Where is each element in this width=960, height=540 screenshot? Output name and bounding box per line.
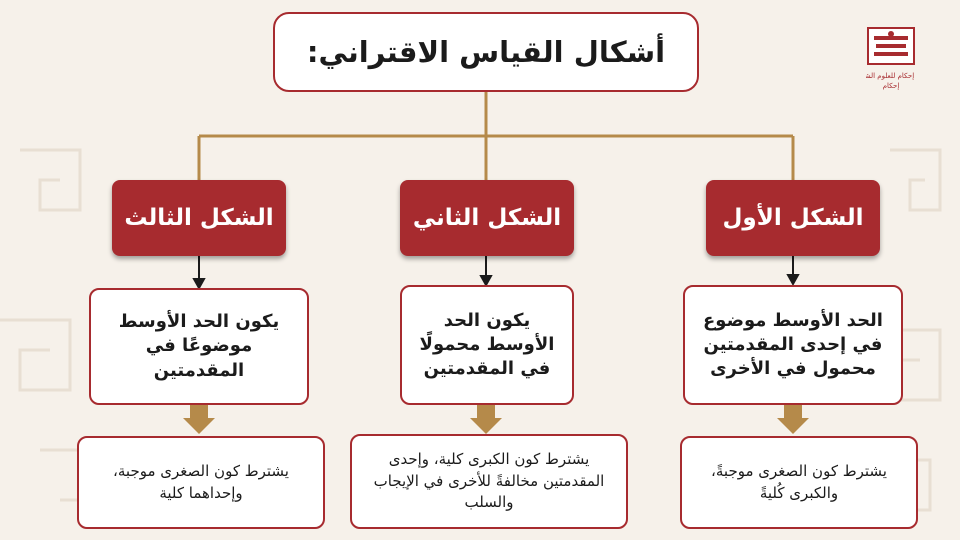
heading-third-shape: الشكل الثالث: [112, 180, 286, 256]
logo-name: إحكام: [883, 82, 900, 90]
definition-first-shape-text: الحد الأوسط موضوع في إحدى المقدمتين محمو…: [703, 309, 883, 380]
definition-first-shape: الحد الأوسط موضوع في إحدى المقدمتين محمو…: [683, 285, 903, 405]
heading-first-shape-text: الشكل الأول: [722, 205, 864, 231]
logo: مركز إحكام للعلوم الشرعية إحكام: [851, 24, 931, 96]
definition-second-shape: يكون الحد الأوسط محمولًا في المقدمتين: [400, 285, 574, 405]
condition-third-shape-text: يشترط كون الصغرى موجبة، وإحداهما كلية: [113, 461, 289, 502]
heading-third-shape-text: الشكل الثالث: [124, 205, 274, 231]
logo-subtitle: مركز إحكام للعلوم الشرعية: [866, 72, 916, 80]
condition-second-shape: يشترط كون الكبرى كلية، وإحدى المقدمتين م…: [350, 434, 628, 529]
definition-third-shape-text: يكون الحد الأوسط موضوعًا في المقدمتين: [118, 311, 280, 381]
heading-first-shape: الشكل الأول: [706, 180, 880, 256]
diagram-title: أشكال القياس الاقتراني:: [273, 12, 699, 92]
heading-second-shape-text: الشكل الثاني: [412, 205, 562, 231]
condition-third-shape: يشترط كون الصغرى موجبة، وإحداهما كلية: [77, 436, 325, 529]
diagram-title-text: أشكال القياس الاقتراني:: [306, 35, 666, 69]
condition-first-shape: يشترط كون الصغرى موجبةً، والكبرى كُليةً: [680, 436, 918, 529]
logo-mark-icon: مركز إحكام للعلوم الشرعية إحكام: [851, 27, 931, 90]
definition-second-shape-text: يكون الحد الأوسط محمولًا في المقدمتين: [419, 309, 555, 380]
condition-first-shape-text: يشترط كون الصغرى موجبةً، والكبرى كُليةً: [711, 461, 887, 502]
condition-second-shape-text: يشترط كون الكبرى كلية، وإحدى المقدمتين م…: [373, 449, 605, 512]
definition-third-shape: يكون الحد الأوسط موضوعًا في المقدمتين: [89, 288, 309, 405]
heading-second-shape: الشكل الثاني: [400, 180, 574, 256]
